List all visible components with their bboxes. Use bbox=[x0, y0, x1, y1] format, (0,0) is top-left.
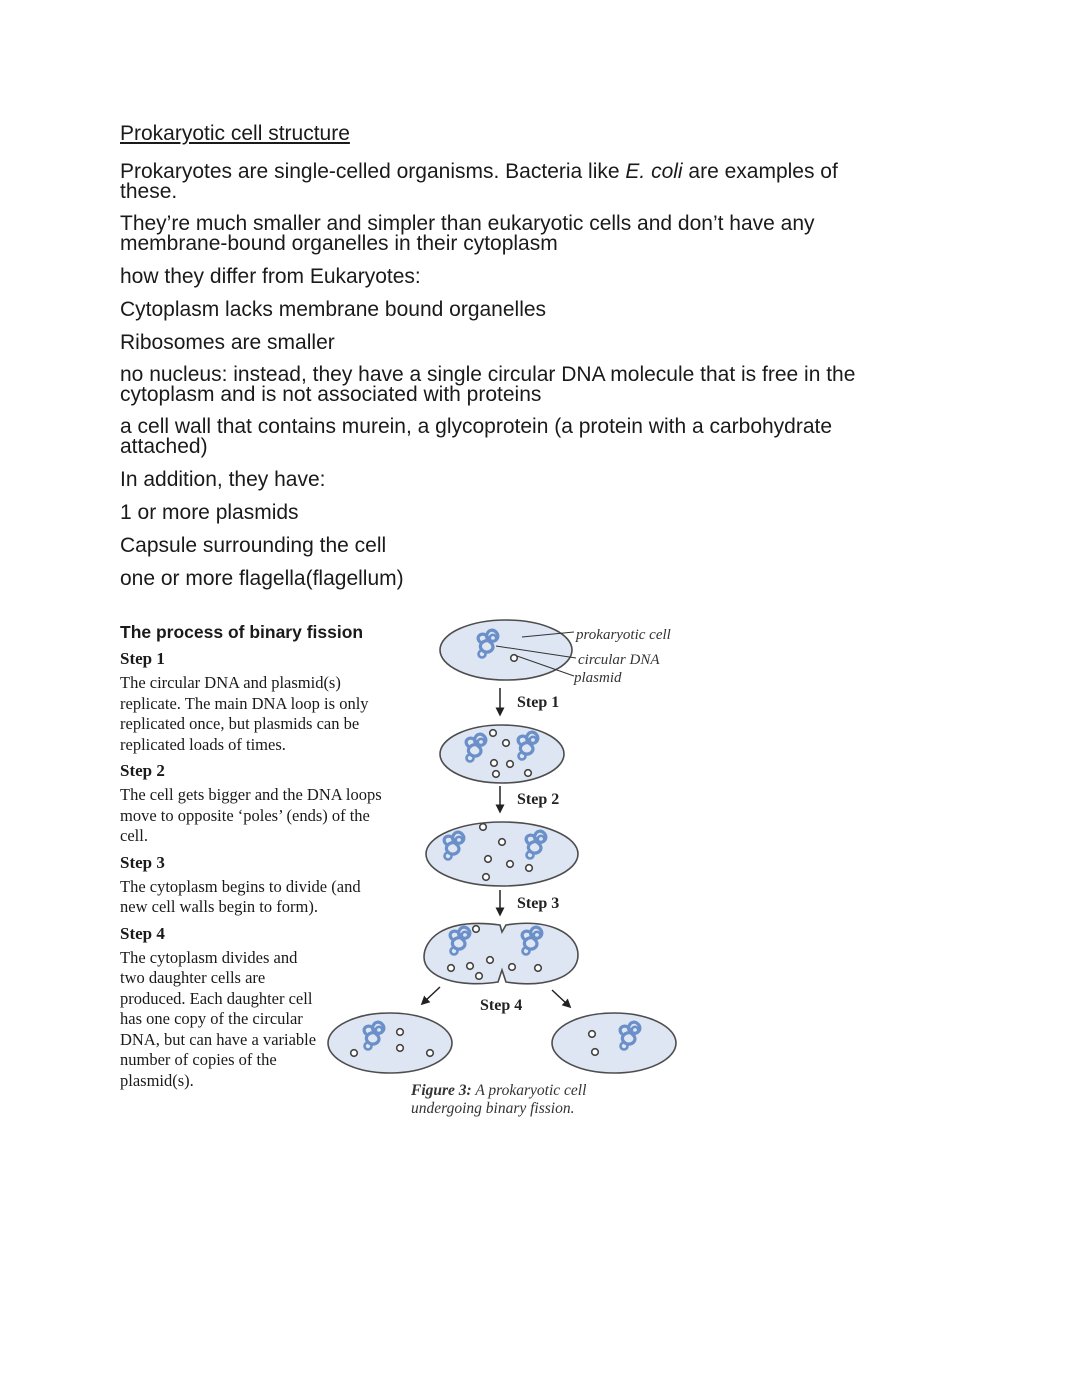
caption-label: Figure 3: bbox=[411, 1082, 472, 1099]
difference-item: a cell wall that contains murein, a glyc… bbox=[120, 415, 833, 458]
diagram-step-label: Step 4 bbox=[480, 997, 522, 1014]
page-heading: Prokaryotic cell structure bbox=[120, 122, 350, 145]
addition-item: 1 or more plasmids bbox=[120, 501, 299, 524]
difference-item: Cytoplasm lacks membrane bound organelle… bbox=[120, 298, 547, 321]
arrow-left-down bbox=[420, 986, 441, 1006]
step-heading: Step 1 bbox=[120, 649, 165, 668]
arrow-right-down bbox=[551, 989, 572, 1009]
step-description: The cytoplasm divides and two daughter c… bbox=[120, 947, 317, 1090]
cell-initial bbox=[439, 619, 573, 681]
diagram-step-label: Step 1 bbox=[517, 694, 559, 711]
step-heading: Step 4 bbox=[120, 923, 165, 943]
intro-text-end: are examples of these. bbox=[120, 160, 838, 203]
notes-section: Prokaryotic cell structure Prokaryotes a… bbox=[120, 120, 900, 601]
figure-title: The process of binary fission bbox=[120, 622, 364, 642]
daughter-cell-right bbox=[551, 1012, 677, 1074]
step-description: The circular DNA and plasmid(s) replicat… bbox=[120, 673, 369, 754]
difference-item: Ribosomes are smaller bbox=[120, 331, 335, 354]
label-circular-dna: circular DNA bbox=[578, 652, 660, 668]
step-description: The cell gets bigger and the DNA loops m… bbox=[120, 785, 382, 845]
addition-item: one or more flagella(flagellum) bbox=[120, 567, 404, 590]
label-lines bbox=[495, 631, 577, 677]
label-prokaryotic-cell: prokaryotic cell bbox=[575, 627, 671, 643]
binary-fission-text: The process of binary fission Step 1 The… bbox=[120, 622, 390, 1097]
cell-enlarged bbox=[425, 821, 579, 887]
species-name: E. coli bbox=[625, 160, 683, 183]
step-heading: Step 2 bbox=[120, 761, 165, 780]
cell-dividing bbox=[423, 922, 579, 985]
binary-fission-diagram: prokaryotic cell circular DNA plasmid St… bbox=[327, 619, 677, 1074]
paragraph-intro: Prokaryotes are single-celled organisms.… bbox=[120, 160, 900, 203]
label-plasmid: plasmid bbox=[573, 670, 622, 686]
paragraph-differ: how they differ from Eukaryotes: bbox=[120, 265, 421, 288]
paragraph-addition: In addition, they have: bbox=[120, 468, 326, 491]
diagram-step-label: Step 2 bbox=[517, 791, 559, 808]
difference-item: no nucleus: instead, they have a single … bbox=[120, 363, 856, 406]
paragraph-size: They’re much smaller and simpler than eu… bbox=[120, 212, 815, 255]
caption-text: A prokaryotic cell undergoing binary fis… bbox=[411, 1082, 587, 1117]
daughter-cell-left bbox=[327, 1012, 453, 1074]
addition-item: Capsule surrounding the cell bbox=[120, 534, 387, 557]
diagram-step-label: Step 3 bbox=[517, 895, 559, 912]
intro-text: Prokaryotes are single-celled organisms.… bbox=[120, 160, 626, 183]
step-heading: Step 3 bbox=[120, 852, 165, 872]
cell-replicated bbox=[439, 724, 565, 784]
figure-caption: Figure 3: A prokaryotic cell undergoing … bbox=[411, 1082, 651, 1118]
step-description: The cytoplasm begins to divide (and new … bbox=[120, 876, 361, 917]
